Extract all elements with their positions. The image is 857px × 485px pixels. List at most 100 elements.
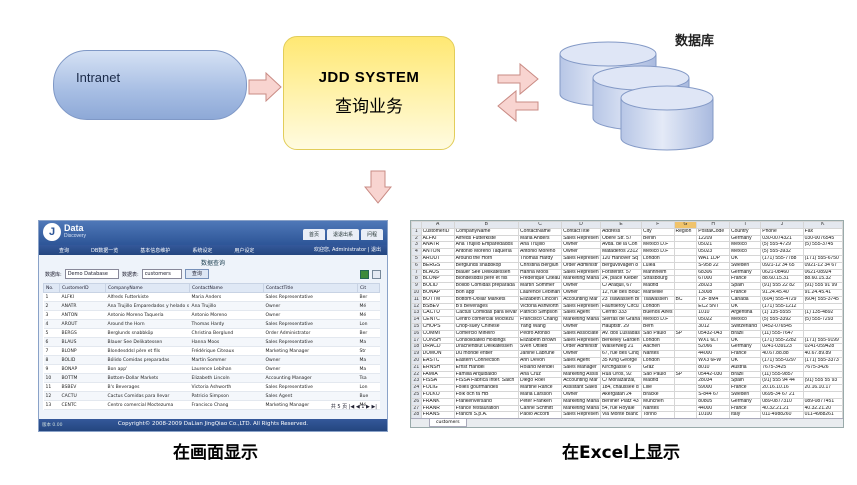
sheet-cell[interactable]: B's Beverages — [453, 302, 520, 311]
sheet-cell[interactable]: 8010 — [696, 363, 731, 372]
sheet-cell[interactable]: Owner — [561, 241, 601, 250]
column-letter[interactable]: G — [673, 221, 698, 229]
sheet-cell[interactable]: 0621-08924 — [802, 268, 843, 277]
sheet-cell[interactable]: (11) 555-9857 — [760, 370, 804, 379]
sheet-cell[interactable]: Madrid — [641, 377, 675, 386]
row-number[interactable]: 21 — [411, 363, 422, 372]
sheet-cell[interactable]: (171) 555-3373 — [802, 356, 843, 365]
column-letter[interactable]: I — [729, 221, 762, 229]
sheet-cell[interactable]: Luleå — [641, 261, 675, 270]
sheet-cell[interactable]: ALFKI — [420, 234, 455, 243]
sheet-cell[interactable]: 7675-3425 — [760, 363, 804, 372]
sheet-cell[interactable]: France — [729, 404, 762, 413]
sheet-cell[interactable]: Sweden — [729, 261, 762, 270]
sheet-cell[interactable]: (604) 555-3745 — [802, 295, 843, 304]
sheet-cell[interactable]: EC2 5NT — [696, 302, 731, 311]
sheet-cell[interactable]: DRACD — [420, 343, 455, 352]
sheet-cell[interactable]: 3012 — [696, 322, 731, 331]
sheet-cell[interactable]: SP — [673, 370, 698, 379]
row-number[interactable]: 11 — [411, 295, 422, 304]
row-number[interactable]: 22 — [411, 370, 422, 379]
sheet-cell[interactable]: AROUT — [420, 254, 455, 263]
sheet-cell[interactable]: Christina Berglun — [518, 261, 563, 270]
sheet-cell[interactable] — [673, 316, 698, 324]
sheet-cell[interactable]: (11) 555-7647 — [760, 329, 804, 338]
sheet-cell[interactable]: 0621-08460 — [760, 268, 804, 277]
column-letter[interactable]: H — [696, 221, 731, 229]
sheet-cell[interactable]: BOTTM — [420, 295, 455, 304]
row-number[interactable]: 16 — [411, 329, 422, 338]
sheet-cell[interactable]: (1) 135-5555 — [760, 309, 804, 318]
sheet-cell[interactable]: 030-0074321 — [760, 234, 804, 243]
sheet-cell[interactable]: WX1 6LT — [696, 336, 731, 345]
sheet-cell[interactable]: Tsawassen — [641, 295, 675, 304]
sheet-cell[interactable]: UK — [729, 254, 762, 263]
sheet-cell[interactable]: 80805 — [696, 397, 731, 406]
sheet-cell[interactable]: Order Administr — [561, 261, 601, 270]
sheet-cell[interactable]: Argentina — [729, 309, 762, 318]
sheet-cell[interactable]: 12, rue des Bouc — [599, 288, 643, 297]
sheet-cell[interactable]: Marketing Mana — [561, 316, 601, 324]
sheet-cell[interactable]: München — [641, 397, 675, 406]
sheet-cell[interactable]: Brazil — [729, 370, 762, 379]
sheet-cell[interactable] — [673, 275, 698, 284]
sheet-cell[interactable]: Mataderos 2312 — [599, 248, 643, 256]
sheet-cell[interactable]: Canada — [729, 295, 762, 304]
sheet-cell[interactable]: DUMON — [420, 350, 455, 358]
sheet-cell[interactable]: Maria Anders — [518, 234, 563, 243]
sheet-cell[interactable]: City — [641, 227, 675, 236]
sheet-cell[interactable]: Sales Represen — [561, 302, 601, 311]
sheet-cell[interactable]: BERGS — [420, 261, 455, 270]
sheet-cell[interactable]: (5) 555-3745 — [802, 241, 843, 250]
sheet-cell[interactable] — [802, 322, 843, 331]
sheet-cell[interactable]: Owner — [561, 350, 601, 358]
sheet-cell[interactable]: Nantes — [641, 404, 675, 413]
sheet-cell[interactable]: Berlin — [641, 234, 675, 243]
sheet-cell[interactable] — [673, 390, 698, 399]
sheet-cell[interactable]: Spain — [729, 377, 762, 386]
sheet-cell[interactable]: Thomas Hardy — [518, 254, 563, 263]
sheet-cell[interactable]: Folies gourmandes — [453, 384, 520, 392]
sheet-cell[interactable]: Francisco Chang — [518, 316, 563, 324]
sheet-cell[interactable]: Yang Wang — [518, 322, 563, 331]
sheet-cell[interactable]: (171) 555-1212 — [760, 302, 804, 311]
db-select[interactable]: Demo Database — [64, 269, 119, 279]
sheet-cell[interactable]: 05023 — [696, 248, 731, 256]
sheet-cell[interactable]: Graz — [641, 363, 675, 372]
sheet-cell[interactable]: Sales Agent — [561, 309, 601, 318]
sheet-cell[interactable]: Sales Manager — [561, 363, 601, 372]
sheet-cell[interactable]: Avda. de la Con — [599, 241, 643, 250]
sheet-cell[interactable]: ContactName — [518, 227, 563, 236]
sheet-cell[interactable]: BOLID — [420, 282, 455, 290]
sheet-cell[interactable]: Germany — [729, 397, 762, 406]
sheet-cell[interactable]: FRANK — [420, 397, 455, 406]
sheet-cell[interactable]: 0241-039123 — [760, 343, 804, 352]
sheet-cell[interactable]: Elizabeth Brown — [518, 336, 563, 345]
sheet-cell[interactable]: UK — [729, 336, 762, 345]
sheet-cell[interactable] — [673, 343, 698, 352]
sheet-cell[interactable]: 40.67.89.89 — [802, 350, 843, 358]
sheet-cell[interactable]: 23 Tsawassen Bl — [599, 295, 643, 304]
sheet-cell[interactable]: (5) 555-7293 — [802, 316, 843, 324]
sheet-cell[interactable]: UK — [729, 356, 762, 365]
sheet-cell[interactable]: France — [729, 350, 762, 358]
column-letter[interactable]: E — [599, 221, 643, 229]
sheet-cell[interactable] — [673, 234, 698, 243]
sheet-cell[interactable]: Germany — [729, 234, 762, 243]
sheet-cell[interactable]: France — [729, 384, 762, 392]
sheet-cell[interactable]: FRANR — [420, 404, 455, 413]
sheet-cell[interactable] — [802, 390, 843, 399]
sheet-cell[interactable]: (5) 555-4729 — [760, 241, 804, 250]
sheet-cell[interactable]: 0921-12 34 67 — [802, 261, 843, 270]
sheet-cell[interactable]: London — [641, 356, 675, 365]
sheet-cell[interactable]: Bon app' — [453, 288, 520, 297]
sheet-cell[interactable]: Martín Sommer — [518, 282, 563, 290]
sheet-cell[interactable]: 0695-34 67 21 — [760, 390, 804, 399]
sheet-cell[interactable]: Rua Orós, 92 — [599, 370, 643, 379]
row-number[interactable]: 25 — [411, 390, 422, 399]
sheet-cell[interactable]: Lille — [641, 384, 675, 392]
